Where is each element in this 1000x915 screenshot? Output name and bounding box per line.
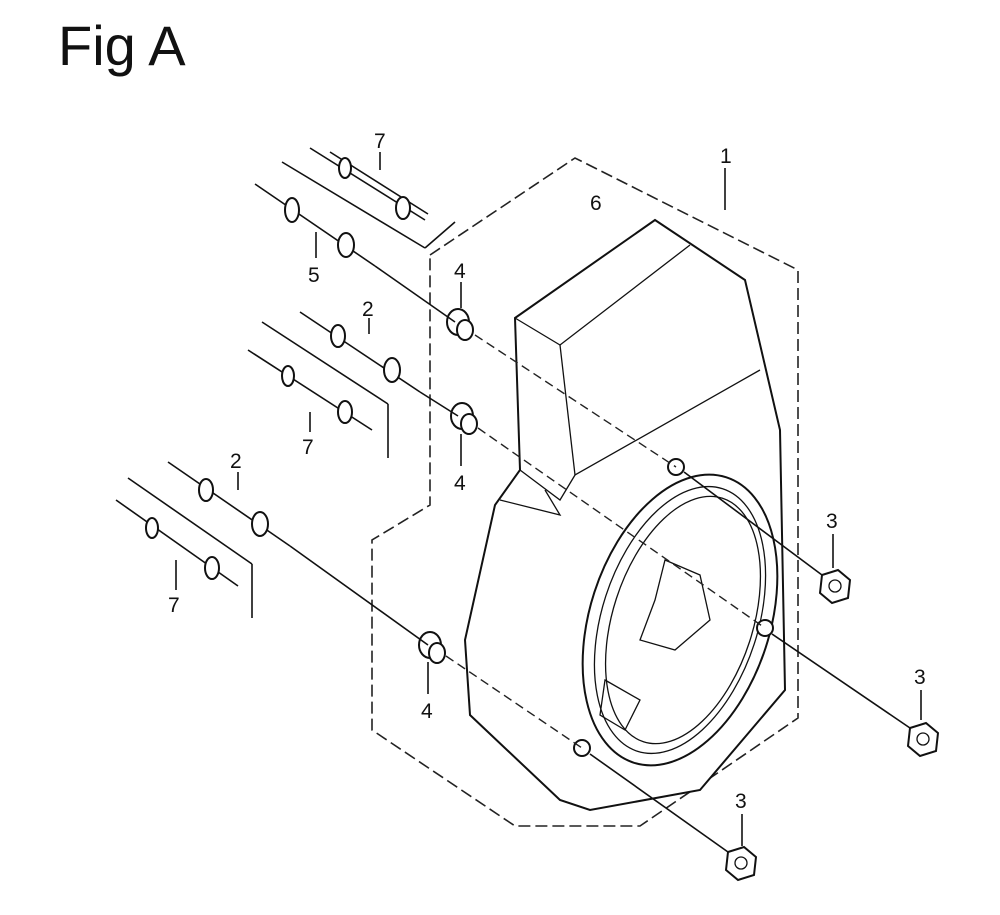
- bolt-5: [254, 183, 376, 267]
- bolt-2b: [167, 461, 291, 547]
- nut-3c: [724, 845, 758, 882]
- collar-4c: [418, 631, 446, 664]
- bracket-b1: [261, 321, 389, 405]
- bolt-2a: [299, 311, 421, 393]
- bolt-7b: [247, 349, 373, 431]
- callout-2b: 2: [230, 450, 242, 473]
- nut-3b: [906, 721, 940, 758]
- collar-4a: [446, 308, 474, 341]
- assembly-frame: [371, 157, 799, 827]
- axis-dash-1: [474, 334, 677, 468]
- fan-cover: [463, 218, 787, 812]
- bracket-c1: [127, 477, 253, 565]
- callout-1: 1: [720, 145, 732, 168]
- axis-line-4: [683, 471, 823, 576]
- figure-title: Fig A: [58, 14, 186, 77]
- callout-3a: 3: [826, 510, 838, 533]
- callout-4b: 4: [454, 472, 466, 495]
- callout-3b: 3: [914, 666, 926, 689]
- bracket-a2: [424, 221, 456, 249]
- callout-5: 5: [308, 264, 320, 287]
- axis-line-5: [771, 633, 911, 729]
- nut-3a: [818, 568, 852, 605]
- callout-4c: 4: [421, 700, 433, 723]
- callout-7c: 7: [168, 594, 180, 617]
- collar-4b: [450, 402, 478, 435]
- callout-7a: 7: [374, 130, 386, 153]
- axis-line-6: [589, 753, 729, 853]
- callout-3c: 3: [735, 790, 747, 813]
- axis-line-3: [289, 545, 429, 646]
- bolt-7a: [309, 147, 429, 221]
- axis-dash-2: [477, 427, 766, 629]
- callout-4a: 4: [454, 260, 466, 283]
- callout-6: 6: [590, 192, 602, 215]
- callout-7b: 7: [302, 436, 314, 459]
- axis-line-1: [374, 265, 456, 323]
- callout-2a: 2: [362, 298, 374, 321]
- axis-line-2: [419, 391, 459, 417]
- bolt-7c: [115, 499, 239, 587]
- bracket-a1: [281, 161, 426, 249]
